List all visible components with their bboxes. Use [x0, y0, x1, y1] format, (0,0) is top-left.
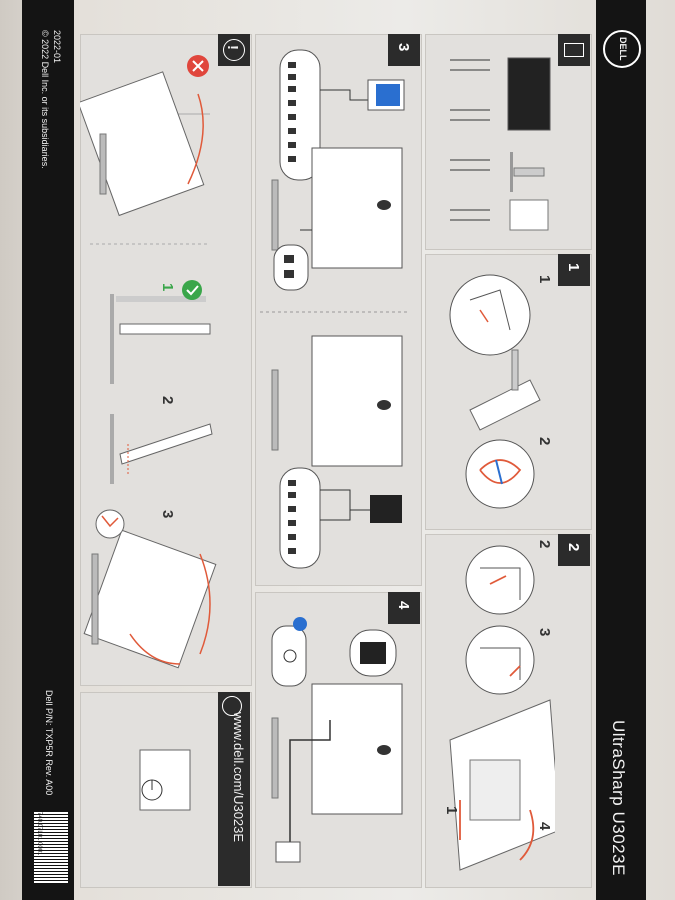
cable-connection-illustrations: [260, 49, 410, 569]
attach-stand-illustration: [449, 545, 555, 871]
part-number: Dell P/N: TXP5R Rev. A00: [44, 690, 54, 796]
box-icon: [564, 43, 584, 57]
barcode: [34, 812, 68, 884]
product-title: UltraSharp U3023E: [609, 720, 628, 876]
step-1-sub-1: 1: [536, 275, 553, 284]
warning-icon: !: [224, 45, 241, 50]
power-connection-illustration: [271, 617, 403, 863]
step-3-header: 3: [388, 34, 420, 66]
copyright-text: © 2022 Dell Inc. or its subsidiaries.: [40, 30, 50, 169]
left-band: [22, 0, 74, 900]
stand-assembly-illustration: [449, 274, 541, 509]
step-4-header: 4: [388, 592, 420, 624]
box-header: [558, 34, 590, 66]
step-1-header: 1: [558, 254, 590, 286]
power-button-icon: [293, 617, 307, 631]
box-contents-illustration: [450, 57, 551, 231]
support-url[interactable]: www.dell.com/U3023E: [231, 712, 246, 843]
tilt-illustrations: [80, 55, 217, 669]
warning-header: !: [218, 34, 250, 66]
step-2-sub-1: 1: [443, 806, 460, 815]
url-band: [218, 692, 250, 886]
sub-step-3: 3: [159, 510, 176, 519]
ok-icon: [182, 280, 202, 300]
dell-logo-icon: [603, 30, 641, 68]
step-1-number: 1: [565, 263, 582, 272]
step-2-number: 2: [565, 543, 582, 552]
print-date: 2022-01: [52, 30, 62, 64]
step-2-sub-4: 4: [536, 822, 553, 831]
brand-logo-text: DELL: [618, 37, 628, 61]
step-2-header: 2: [558, 534, 590, 566]
barcode-text: 740.07L01.0001: [36, 812, 42, 856]
right-band: [596, 0, 646, 900]
sub-step-1: 1: [159, 283, 176, 292]
gear-icon: [222, 696, 242, 716]
sub-step-2: 2: [159, 396, 176, 405]
step-2-sub-3: 3: [536, 628, 553, 637]
monitor-menu-illustration: [139, 749, 191, 811]
step-1-sub-2: 2: [536, 437, 553, 446]
step-2-sub-2: 2: [536, 540, 553, 549]
